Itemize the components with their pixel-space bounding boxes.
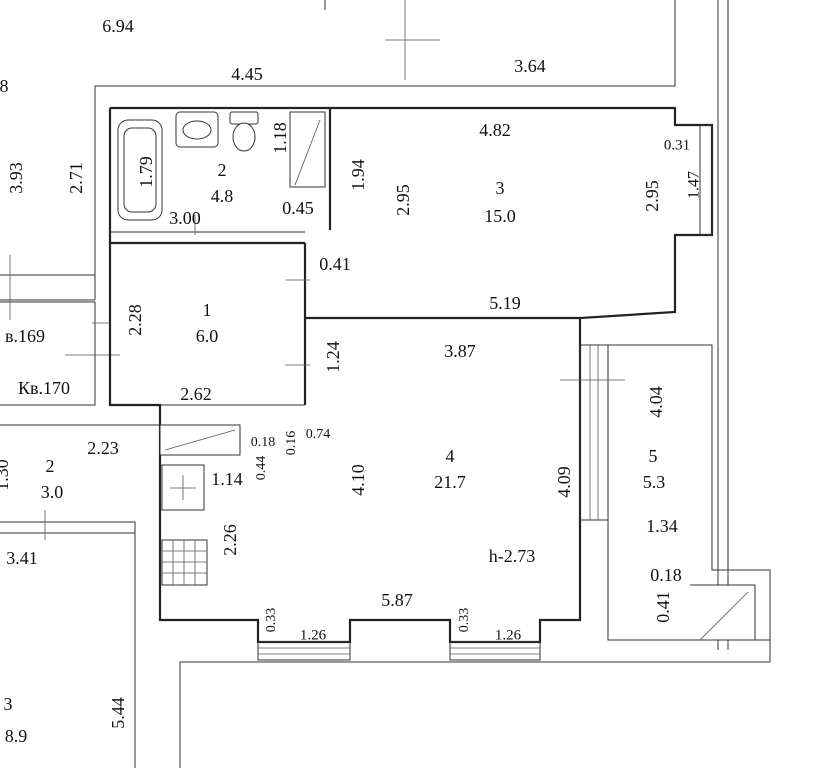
kitchen-fixtures	[159, 424, 241, 586]
label-dim-6-94: 6.94	[102, 16, 134, 36]
label-dim-2-28: 2.28	[125, 304, 145, 336]
label-room-4-area: 21.7	[434, 472, 466, 492]
label-dim-2-71: 2.71	[66, 162, 86, 194]
label-dim-3-00: 3.00	[169, 208, 201, 228]
label-dim-0-33-a: 0.33	[264, 608, 279, 633]
label-dim-5-19: 5.19	[489, 293, 521, 313]
label-dim-4-09: 4.09	[554, 466, 574, 498]
label-dim-1-30: 1.30	[0, 459, 12, 491]
label-neighbor-170: Кв.170	[18, 378, 70, 398]
label-dim-2-95-b: 2.95	[642, 180, 662, 212]
label-dim-3-64: 3.64	[514, 56, 546, 76]
label-room-1-area: 6.0	[196, 326, 219, 346]
label-dim-1-47: 1.47	[686, 171, 703, 199]
label-dim-1-26-a: 1.26	[300, 627, 327, 643]
toilet-icon	[229, 111, 259, 125]
label-dim-4-10: 4.10	[348, 464, 368, 496]
label-neighbor-room-3-number: 3	[4, 694, 13, 714]
label-dim-1-34: 1.34	[646, 516, 678, 536]
label-neighbor-169: в.169	[5, 326, 45, 346]
label-dim-0-18-a: 0.18	[251, 435, 276, 450]
label-room-4-number: 4	[446, 446, 455, 466]
label-room-5-number: 5	[649, 446, 658, 466]
label-dim-0-41-a: 0.41	[319, 254, 351, 274]
label-dim-0-41-b: 0.41	[653, 591, 673, 623]
label-dim-4-45: 4.45	[231, 64, 263, 84]
label-neighbor-room-2-area: 3.0	[41, 482, 64, 502]
label-neighbor-room-3-area: 8.9	[5, 726, 28, 746]
label-dim-0-16: 0.16	[284, 431, 299, 456]
label-dim-0-18-b: 0.18	[650, 565, 682, 585]
label-dim-2-62: 2.62	[180, 384, 212, 404]
label-room-3-number: 3	[496, 178, 505, 198]
balcony	[607, 344, 771, 641]
label-room-2-area: 4.8	[211, 186, 234, 206]
windows	[257, 124, 713, 661]
label-dim-2-26: 2.26	[220, 524, 240, 556]
label-dim-1-26-b: 1.26	[495, 627, 522, 643]
label-dim-0-44: 0.44	[254, 456, 269, 481]
outer-walls	[0, 0, 771, 768]
label-dim-1-14: 1.14	[211, 469, 243, 489]
label-room-1-number: 1	[203, 300, 212, 320]
label-dim-5-87: 5.87	[381, 590, 413, 610]
label-dim-1-24: 1.24	[323, 341, 343, 373]
label-dim-2-23: 2.23	[87, 438, 119, 458]
label-dim-1-79: 1.79	[136, 156, 156, 188]
label-dim-2-95-a: 2.95	[393, 184, 413, 216]
label-dim-4-82: 4.82	[479, 120, 511, 140]
label-room-5-area: 5.3	[643, 472, 666, 492]
label-dim-0-45: 0.45	[282, 198, 314, 218]
label-dim-0-33-b: 0.33	[457, 608, 472, 633]
bathroom-fixtures	[117, 111, 326, 221]
shower-icon	[289, 111, 326, 188]
label-dim-3-93: 3.93	[6, 162, 26, 194]
label-dim-4-04: 4.04	[646, 386, 666, 418]
label-dim-3-41: 3.41	[6, 548, 38, 568]
label-dim-8-partial: 8	[0, 76, 9, 96]
label-dim-5-44: 5.44	[108, 697, 128, 729]
label-dim-1-94: 1.94	[348, 159, 368, 191]
stove-icon	[161, 539, 208, 586]
label-room-2-number: 2	[218, 160, 227, 180]
label-dim-1-18: 1.18	[270, 122, 290, 154]
label-neighbor-room-2-number: 2	[46, 456, 55, 476]
label-dim-0-31: 0.31	[664, 137, 690, 153]
label-dim-3-87: 3.87	[444, 341, 476, 361]
label-ceiling-height: h-2.73	[489, 546, 536, 566]
plan-labels: 6.94 4.45 3.64 4.82 0.31 1.79 2 4.8 1.18 1.94 2.95…	[0, 16, 703, 746]
label-dim-0-74: 0.74	[306, 427, 331, 442]
label-room-3-area: 15.0	[484, 206, 516, 226]
